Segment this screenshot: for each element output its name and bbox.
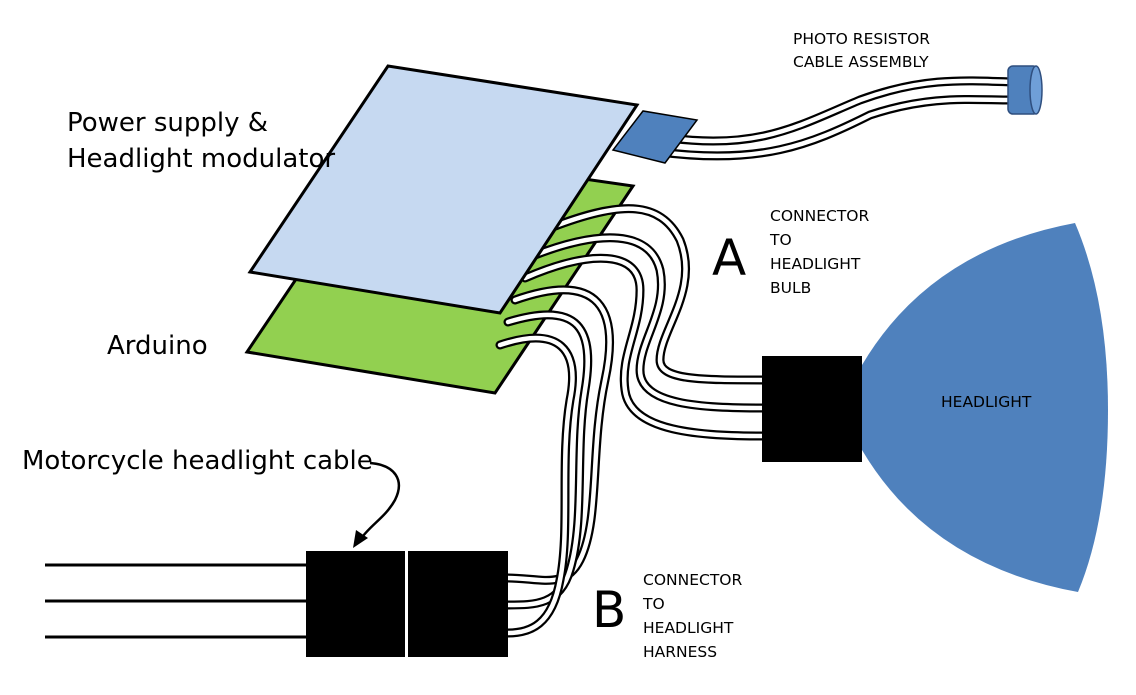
connector-b-label-line1: CONNECTOR (643, 571, 742, 589)
photo-resistor-label-line1: PHOTO RESISTOR (793, 30, 930, 48)
connector-b-block-right (408, 551, 508, 657)
photo-resistor-cable (655, 76, 1017, 161)
connector-a-letter: A (712, 229, 746, 287)
connector-a-label-line1: CONNECTOR (770, 207, 869, 225)
photo-resistor-label-line2: CABLE ASSEMBLY (793, 53, 929, 71)
connector-a-label-line4: BULB (770, 279, 811, 297)
headlight-shape (862, 223, 1108, 592)
motorcycle-cable-label: Motorcycle headlight cable (22, 446, 373, 476)
connector-b-label-line3: HEADLIGHT (643, 619, 734, 637)
power-supply-label-line1: Power supply & (67, 108, 268, 138)
connector-a-label-line2: TO (769, 231, 792, 249)
connector-a-block (762, 356, 862, 462)
power-supply-board (247, 64, 640, 315)
arduino-wires-to-b (495, 285, 615, 638)
connector-b-letter: B (592, 581, 626, 639)
motorcycle-cable-wires (45, 563, 308, 639)
connector-b-label-line4: HARNESS (643, 643, 717, 661)
arduino-wires-to-a (520, 204, 770, 441)
headlight-label: HEADLIGHT (941, 393, 1032, 411)
connector-a-label-line3: HEADLIGHT (770, 255, 861, 273)
photo-resistor-sensor (1007, 65, 1043, 115)
arduino-label: Arduino (107, 331, 208, 361)
power-supply-label-line2: Headlight modulator (67, 144, 335, 174)
cable-pointer-arrow (353, 461, 401, 548)
connector-b-label-line2: TO (642, 595, 665, 613)
connector-b-block-left (306, 551, 405, 657)
photo-resistor-connector (611, 110, 699, 164)
